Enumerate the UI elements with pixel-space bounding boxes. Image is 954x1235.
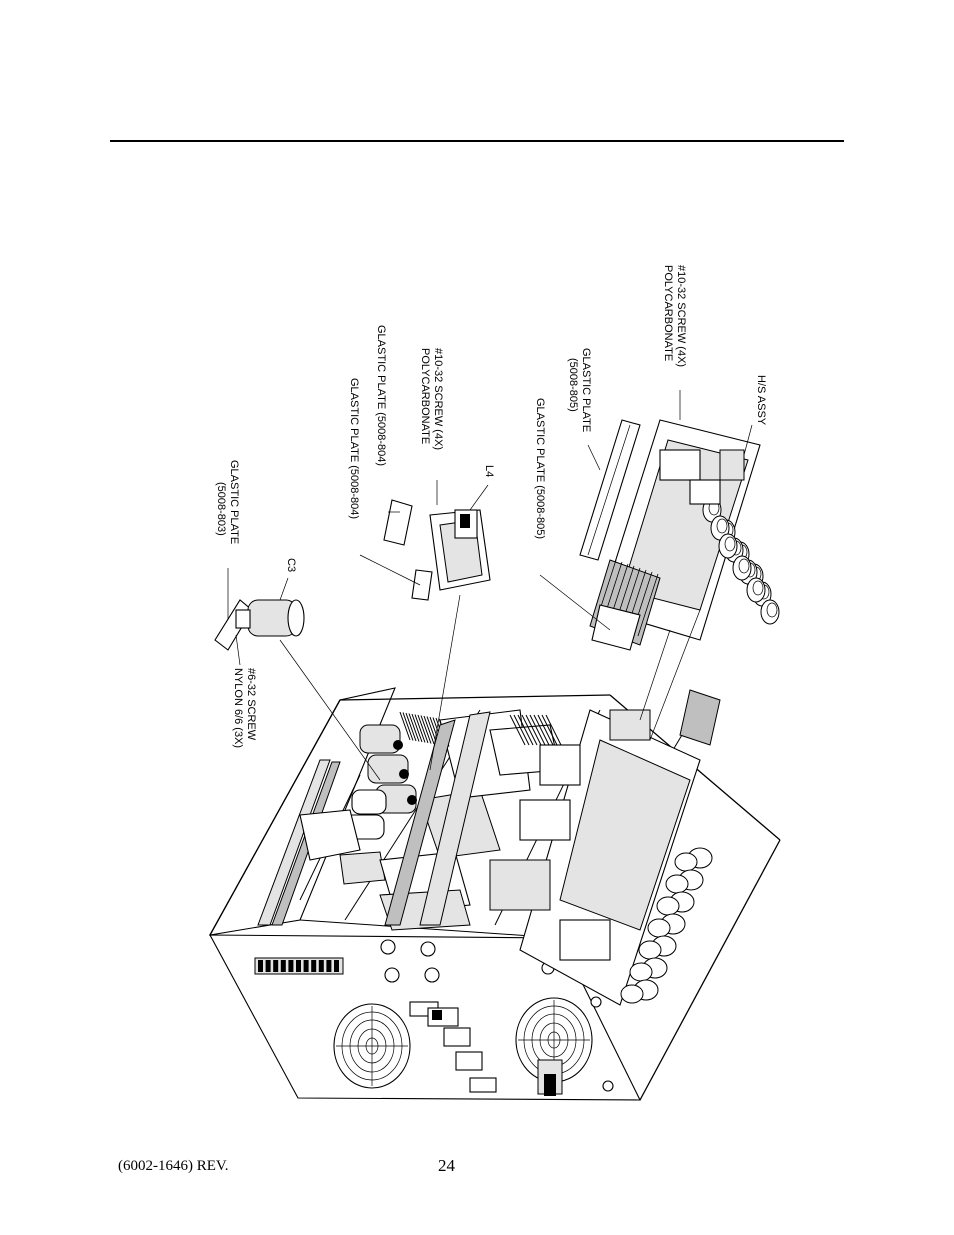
label-c3: C3	[285, 558, 297, 572]
internal-capacitor-bank	[343, 724, 417, 840]
label-screw-6-32-1: #6-32 SCREW	[245, 668, 257, 741]
label-l4: L4	[483, 465, 495, 477]
leader-lines	[227, 390, 753, 781]
footer-doc-number: (6002-1646) REV.	[118, 1158, 229, 1174]
label-hs-assy: H/S ASSY	[755, 375, 767, 426]
cooling-fan-left-icon	[333, 1003, 411, 1089]
front-panel-controls	[380, 939, 614, 1096]
label-screw-10-32-top-2: POLYCARBONATE	[662, 265, 674, 361]
callout-labels: #10-32 SCREW (4X) POLYCARBONATE H/S ASSY…	[215, 265, 767, 748]
label-glastic-805-a-1: GLASTIC PLATE	[580, 348, 592, 432]
l4-inductor-exploded	[383, 499, 491, 601]
glastic-plate-5008-805-strip	[579, 419, 641, 561]
label-screw-6-32-2: NYLON 6/6 (3X)	[232, 668, 244, 748]
footer-page-number: 24	[438, 1156, 455, 1175]
label-screw-10-32-mid-1: #10-32 SCREW (4X)	[432, 348, 444, 450]
glastic-plate-5008-805-lower	[591, 604, 641, 651]
label-glastic-804-a: GLASTIC PLATE (5008-804)	[375, 325, 387, 466]
label-glastic-805-a-2: (5008-805)	[567, 358, 579, 412]
internal-center-rail	[384, 711, 491, 926]
installed-relay-blocks	[489, 709, 651, 961]
front-terminal-strip	[254, 957, 344, 975]
hs-assy-exploded	[589, 419, 780, 646]
label-glastic-803-1: GLASTIC PLATE	[228, 460, 240, 544]
c3-capacitor-exploded	[214, 599, 305, 651]
label-glastic-804-b: GLASTIC PLATE (5008-804)	[348, 378, 360, 519]
label-glastic-805-b: GLASTIC PLATE (5008-805)	[534, 398, 546, 539]
header-rule	[110, 140, 844, 142]
label-glastic-803-2: (5008-803)	[215, 482, 227, 536]
label-screw-10-32-mid-2: POLYCARBONATE	[419, 348, 431, 444]
label-screw-10-32-top-1: #10-32 SCREW (4X)	[675, 265, 687, 367]
